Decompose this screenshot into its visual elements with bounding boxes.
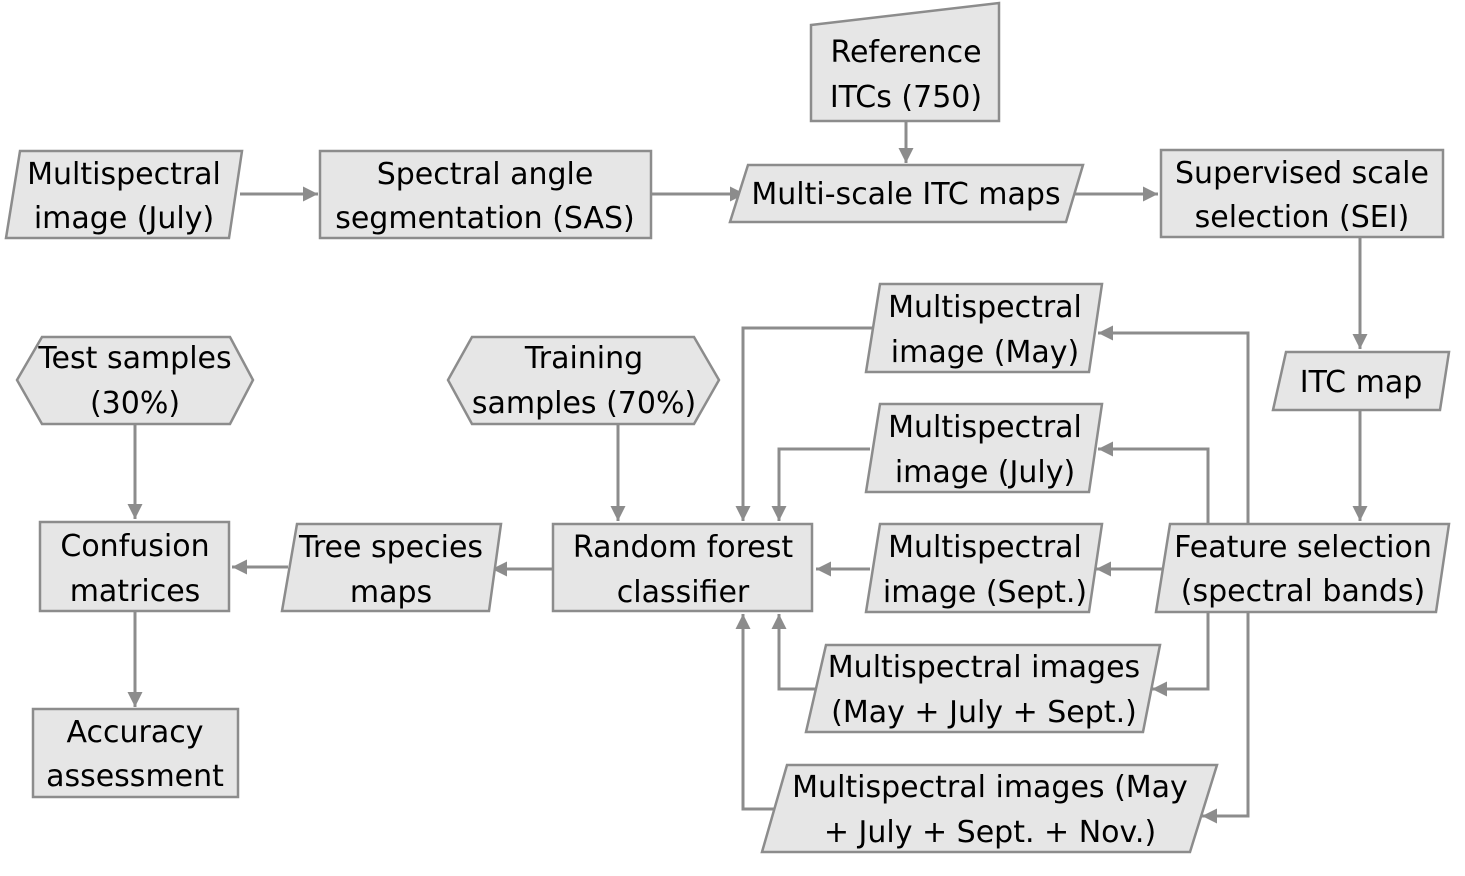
node-label-line2: image (May) bbox=[891, 335, 1079, 370]
node-multispectral-july-input: Multispectral image (July) bbox=[4, 149, 244, 240]
node-multispectral-combo-3: Multispectral images (May + July + Sept.… bbox=[804, 643, 1162, 734]
node-label-line1: Multi-scale ITC maps bbox=[751, 177, 1060, 212]
node-label-line2: maps bbox=[350, 575, 432, 610]
node-accuracy-assessment: Accuracy assessment bbox=[31, 707, 240, 799]
node-label-line1: Feature selection bbox=[1174, 530, 1432, 565]
node-tree-species-maps: Tree species maps bbox=[280, 522, 503, 613]
node-label-line2: samples (70%) bbox=[472, 386, 696, 421]
node-label-line1: Multispectral bbox=[888, 290, 1082, 325]
node-label-line1: Multispectral images bbox=[828, 650, 1140, 685]
node-reference-itcs: Reference ITCs (750) bbox=[809, 1, 1001, 123]
connectors bbox=[127, 121, 1368, 824]
arrow-combo4-to-rf bbox=[735, 614, 778, 811]
arrow-feature-to-combo4 bbox=[1202, 612, 1250, 824]
node-label-line1: ITC map bbox=[1300, 365, 1423, 400]
node-feature-selection: Feature selection (spectral bands) bbox=[1154, 522, 1451, 614]
node-label-line1: Random forest bbox=[573, 530, 793, 565]
node-test-samples: Test samples (30%) bbox=[15, 335, 255, 426]
node-label-line1: Multispectral bbox=[888, 410, 1082, 445]
node-supervised-scale-selection: Supervised scale selection (SEI) bbox=[1159, 148, 1445, 239]
node-label-line1: Multispectral images (May bbox=[792, 770, 1188, 805]
node-label-line2: image (Sept.) bbox=[883, 575, 1087, 610]
node-spectral-angle-segmentation: Spectral angle segmentation (SAS) bbox=[318, 149, 653, 240]
node-label-line1: Tree species bbox=[298, 530, 483, 565]
node-label-line2: segmentation (SAS) bbox=[335, 201, 635, 236]
node-label-line2: image (July) bbox=[895, 455, 1075, 490]
node-label-line2: assessment bbox=[46, 759, 224, 794]
node-multispectral-sept: Multispectral image (Sept.) bbox=[864, 522, 1104, 614]
node-multispectral-combo-4: Multispectral images (May + July + Sept.… bbox=[760, 763, 1219, 854]
node-label-line1: Test samples bbox=[37, 341, 231, 376]
node-label-line1: Reference bbox=[830, 35, 981, 70]
arrow-ms-may-to-rf bbox=[735, 326, 878, 521]
node-label-line2: + July + Sept. + Nov.) bbox=[824, 815, 1156, 850]
node-confusion-matrices: Confusion matrices bbox=[38, 520, 231, 613]
node-label-line2: (May + July + Sept.) bbox=[831, 695, 1137, 730]
node-label-line2: (spectral bands) bbox=[1181, 574, 1426, 609]
arrow-feature-to-ms-may bbox=[1098, 325, 1250, 524]
node-label-line2: matrices bbox=[70, 574, 201, 609]
node-multispectral-may: Multispectral image (May) bbox=[864, 282, 1104, 374]
node-multispectral-july: Multispectral image (July) bbox=[864, 402, 1104, 494]
node-label-line2: image (July) bbox=[34, 201, 214, 236]
arrow-feature-to-ms-july bbox=[1098, 441, 1210, 524]
node-label-line1: Supervised scale bbox=[1175, 156, 1429, 191]
node-label-line1: Confusion bbox=[60, 529, 209, 564]
node-label-line1: Multispectral bbox=[888, 530, 1082, 565]
node-label-line2: (30%) bbox=[90, 386, 180, 421]
arrow-feature-to-combo3 bbox=[1152, 612, 1210, 697]
node-label-line2: ITCs (750) bbox=[830, 80, 982, 115]
node-label-line2: selection (SEI) bbox=[1195, 200, 1410, 235]
arrow-combo3-to-rf bbox=[771, 614, 818, 691]
node-training-samples: Training samples (70%) bbox=[446, 335, 721, 426]
node-multiscale-itc-maps: Multi-scale ITC maps bbox=[728, 163, 1085, 224]
node-itc-map: ITC map bbox=[1271, 350, 1451, 412]
node-label-line2: classifier bbox=[617, 575, 750, 610]
node-label-line1: Multispectral bbox=[27, 157, 221, 192]
node-label-line1: Spectral angle bbox=[377, 157, 594, 192]
node-random-forest-classifier: Random forest classifier bbox=[551, 522, 814, 613]
node-label-line1: Training bbox=[524, 341, 643, 376]
arrow-ms-july-to-rf bbox=[771, 447, 870, 521]
node-label-line1: Accuracy bbox=[67, 715, 204, 750]
